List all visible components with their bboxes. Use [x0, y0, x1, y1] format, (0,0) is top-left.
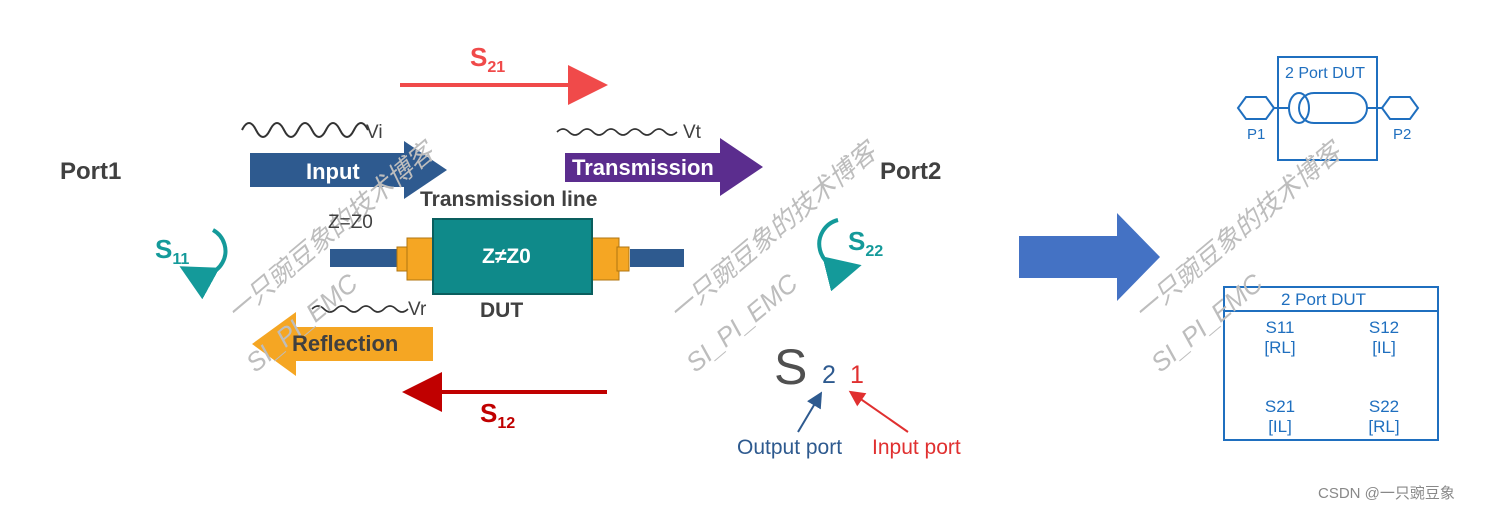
port2-label: Port2 [880, 158, 942, 185]
connector-right [591, 237, 620, 281]
reflection-label: Reflection [292, 331, 399, 356]
input-label: Input [306, 159, 360, 184]
input-port-label: Input port [872, 436, 961, 459]
reflection-arrow [252, 312, 433, 376]
vr-wave [311, 305, 409, 313]
s11-label: S11 [155, 234, 190, 269]
vi-label: Vi [366, 122, 383, 143]
big-s-output-digit: 2 [822, 361, 836, 389]
footer-credit: CSDN @一只豌豆象 [1318, 485, 1455, 502]
vr-label: Vr [408, 299, 427, 320]
big-right-arrow [1019, 213, 1160, 301]
matrix-cell-s21: S21[IL] [1264, 397, 1296, 436]
tline-left [330, 249, 402, 267]
dut-label: DUT [480, 299, 524, 322]
dut-body [432, 218, 593, 295]
input-arrow [250, 141, 447, 199]
tline-right [630, 249, 684, 267]
matrix-cell-s11: S11[RL] [1264, 318, 1296, 357]
s22-loop-arrow [817, 218, 862, 292]
dut-impedance-label: Z≠Z0 [482, 245, 531, 268]
matrix-cell-s12: S12[IL] [1368, 318, 1400, 357]
big-s-label: S [774, 339, 808, 395]
big-s-input-digit: 1 [850, 361, 864, 389]
connector-left [406, 237, 435, 281]
s12-label: S12 [480, 398, 516, 433]
port-p2-label: P2 [1393, 126, 1412, 143]
symbol-title: 2 Port DUT [1285, 65, 1366, 82]
output-port-label: Output port [737, 436, 843, 459]
port-p1-label: P1 [1247, 126, 1266, 143]
connector-right-small [616, 246, 630, 272]
transmission-label: Transmission [572, 155, 714, 180]
vt-wave [556, 128, 678, 136]
port-p1-shape [1236, 96, 1276, 120]
s11-loop-arrow [179, 228, 228, 300]
matrix-title: 2 Port DUT [1281, 290, 1367, 309]
vi-wave [241, 122, 369, 138]
vt-label: Vt [683, 122, 701, 143]
matrix-cell-s22: S22[RL] [1368, 397, 1400, 436]
port1-label: Port1 [60, 158, 122, 185]
output-port-pointer [797, 391, 823, 433]
tline-label: Transmission line [420, 188, 598, 211]
s22-label: S22 [848, 226, 884, 261]
s21-label: S21 [470, 42, 506, 77]
input-port-pointer [848, 390, 909, 433]
matrix-box [1223, 286, 1439, 441]
transmission-arrow [565, 138, 763, 196]
port-p2-shape [1380, 96, 1420, 120]
z0-label: Z=Z0 [328, 212, 373, 233]
